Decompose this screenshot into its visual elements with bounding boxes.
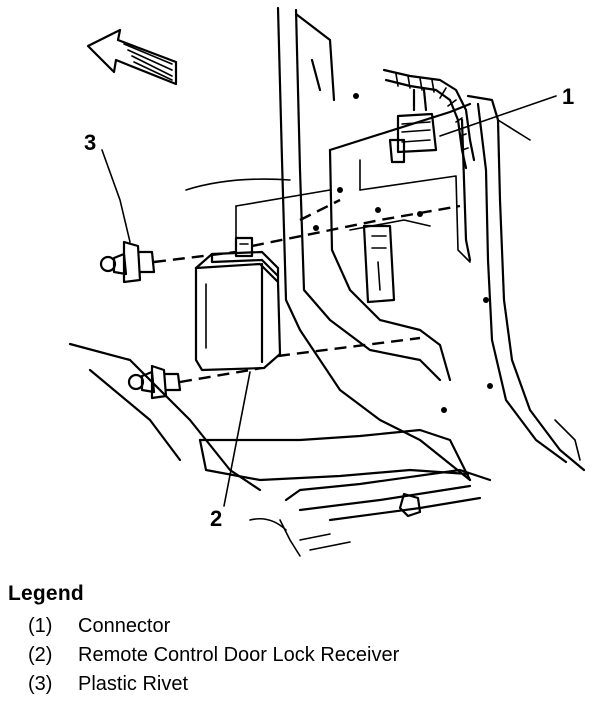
- legend-item-number: (1): [28, 615, 53, 637]
- legend-item-text: Remote Control Door Lock Receiver: [78, 644, 400, 666]
- legend-item-text: Connector: [78, 615, 171, 637]
- legend-title: Legend: [8, 582, 84, 605]
- legend-item: (3) Plastic Rivet: [8, 670, 598, 699]
- direction-arrow-icon: [86, 28, 178, 86]
- callout-2-label: 2: [210, 506, 222, 531]
- legend-item: (2) Remote Control Door Lock Receiver: [8, 641, 598, 670]
- legend: Legend (1) Connector (2) Remote Control Do…: [8, 582, 598, 699]
- remote-door-lock-receiver: [194, 236, 282, 372]
- connector: [388, 112, 438, 164]
- callout-leader-lines: [101, 95, 557, 507]
- legend-item-number: (2): [28, 644, 53, 666]
- callout-3-label: 3: [84, 130, 96, 155]
- wiring-harness: [382, 68, 476, 170]
- callout-1-label: 1: [562, 84, 574, 109]
- legend-item-text: Plastic Rivet: [78, 673, 189, 695]
- floor-sill: [68, 342, 492, 557]
- vehicle-body-panel: [185, 6, 586, 482]
- legend-item-number: (3): [28, 673, 53, 695]
- legend-item: (1) Connector: [8, 612, 598, 641]
- plastic-rivet-upper: [99, 240, 156, 284]
- plastic-rivet-lower: [127, 364, 182, 400]
- installation-guide-lines: [153, 198, 461, 384]
- exploded-view-illustration: 1 2 3: [68, 6, 586, 557]
